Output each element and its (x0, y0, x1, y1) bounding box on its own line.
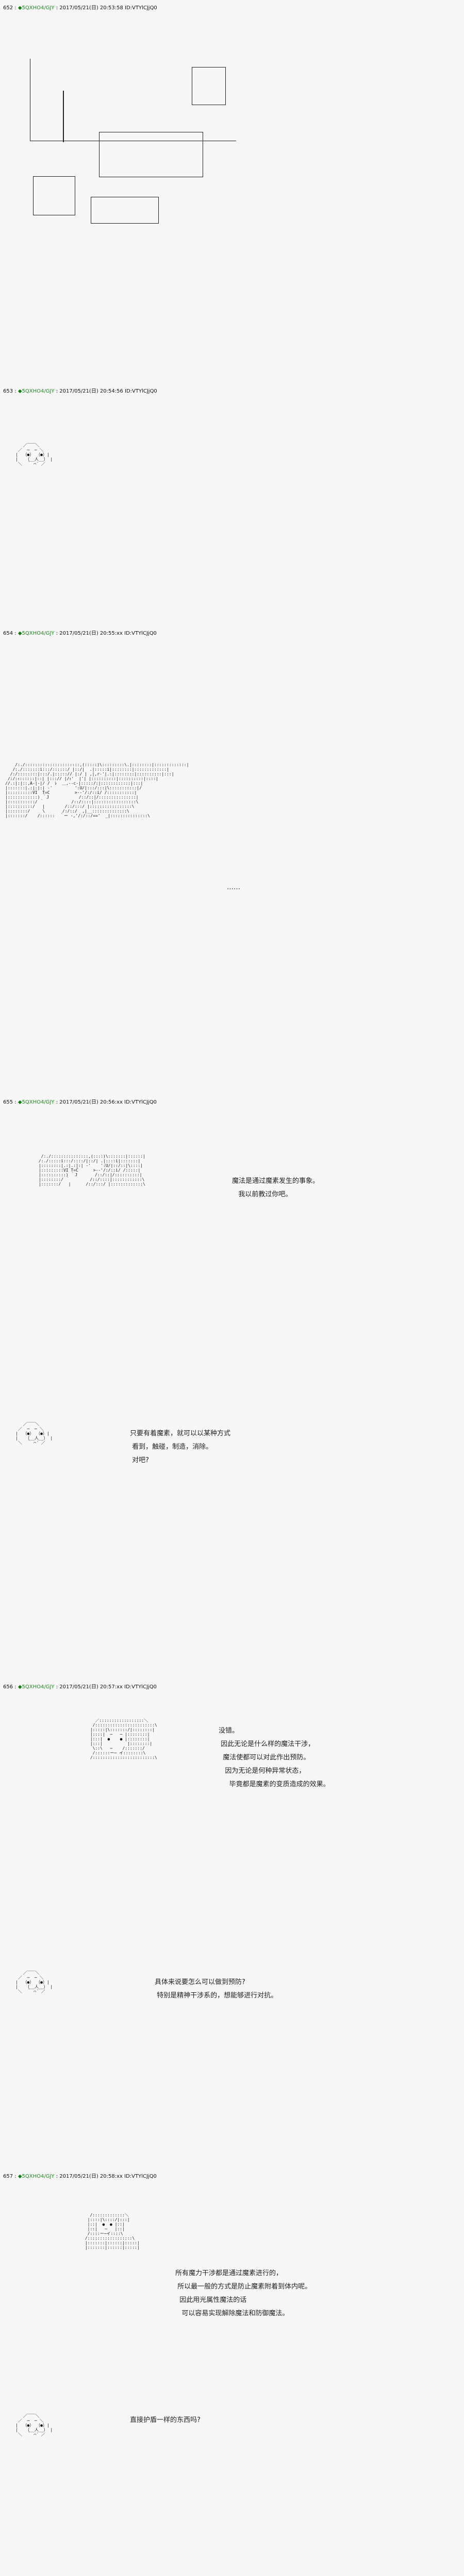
table (91, 197, 159, 224)
post-header: 655 : ◆5QXHO4/GJY : 2017/05/21(日) 20:56:… (3, 1099, 157, 1105)
trip-diamond-icon: ◆ (18, 1099, 22, 1105)
trip-diamond-icon: ◆ (18, 2174, 22, 2179)
trip-diamond-icon: ◆ (18, 5, 22, 11)
post-header: 652 : ◆5QXHO4/GJY : 2017/05/21(日) 20:53:… (3, 5, 157, 11)
trip-diamond-icon: ◆ (18, 388, 22, 394)
yaruo-ascii-art: ／￣￣＼ ／ ─ ─ ＼ | （●） （●）| | （__人__） | ＼ ｀ … (15, 443, 53, 466)
post-header: 657 : ◆5QXHO4/GJY : 2017/05/21(日) 20:58:… (3, 2174, 157, 2179)
tripcode[interactable]: 5QXHO4/GJY (22, 631, 55, 636)
tripcode[interactable]: 5QXHO4/GJY (22, 2174, 55, 2179)
character-ascii-art: ／::::::::::::::::::＼ /::::::::::::::::::… (90, 1718, 157, 1760)
picture-frame (192, 67, 226, 105)
sofa (99, 132, 203, 177)
yaruo-ascii-art: ／￣￣＼ ／ ─ ─ ＼ | （●） （●）| | （__人__） | ＼ ｀ … (15, 2414, 53, 2437)
tripcode[interactable]: 5QXHO4/GJY (22, 5, 55, 11)
dialogue-ellipsis: …… (227, 884, 240, 891)
dialogue-yaruo: 具体来说要怎么可以做到预防? 特别是精神干涉系的，想能够进行对抗。 (155, 1978, 278, 1999)
yaruo-ascii-art: ／￣￣＼ ／ ─ ─ ＼ | （●） （●）| | （__人__） | ＼ ｀ … (15, 1422, 53, 1445)
character-ascii-art: /:./:::::::::::::::,(::::)\:::::::|:::::… (38, 1154, 145, 1187)
dialogue-mentor: 没错。 因此无论是什么样的魔法干涉， 魔法使都可以对此作出预防。 因为无论是何种… (219, 1727, 330, 1788)
trip-diamond-icon: ◆ (18, 1684, 22, 1690)
post-header: 656 : ◆5QXHO4/GJY : 2017/05/21(日) 20:57:… (3, 1684, 157, 1690)
trip-diamond-icon: ◆ (18, 631, 22, 636)
post-header: 654 : ◆5QXHO4/GJY : 2017/05/21(日) 20:55:… (3, 631, 157, 636)
dialogue-yaruo: 只要有着魔素，就可以以某种方式 看到，触碰，制造，消除。 对吧? (130, 1430, 231, 1464)
tripcode[interactable]: 5QXHO4/GJY (22, 388, 55, 394)
yaruo-ascii-art: ／￣￣＼ ／ ─ ─ ＼ | （●） （●）| | （__人__） | ＼ ｀ … (15, 1971, 53, 1994)
tripcode[interactable]: 5QXHO4/GJY (22, 1099, 55, 1105)
armchair (33, 176, 75, 215)
tripcode[interactable]: 5QXHO4/GJY (22, 1684, 55, 1690)
dialogue-mentor: 魔法是通过魔素发生的事象。 我以前教过你吧。 (232, 1177, 320, 1198)
post-header: 653 : ◆5QXHO4/GJY : 2017/05/21(日) 20:54:… (3, 388, 157, 394)
dialogue-yaruo: 直接护盾一样的东西吗? (130, 2416, 201, 2424)
character-ascii-art: /:::::::::::::＼ |::::|\::::/|:::| |::| ●… (85, 2213, 140, 2250)
dialogue-mentor: 所有魔力干涉都是通过魔素进行的， 所以最一般的方式是防止魔素附着到体内呢。 因此… (175, 2269, 312, 2317)
character-ascii-art: /:./::::::::::::::::::::::,(:::::)\:::::… (5, 762, 189, 818)
